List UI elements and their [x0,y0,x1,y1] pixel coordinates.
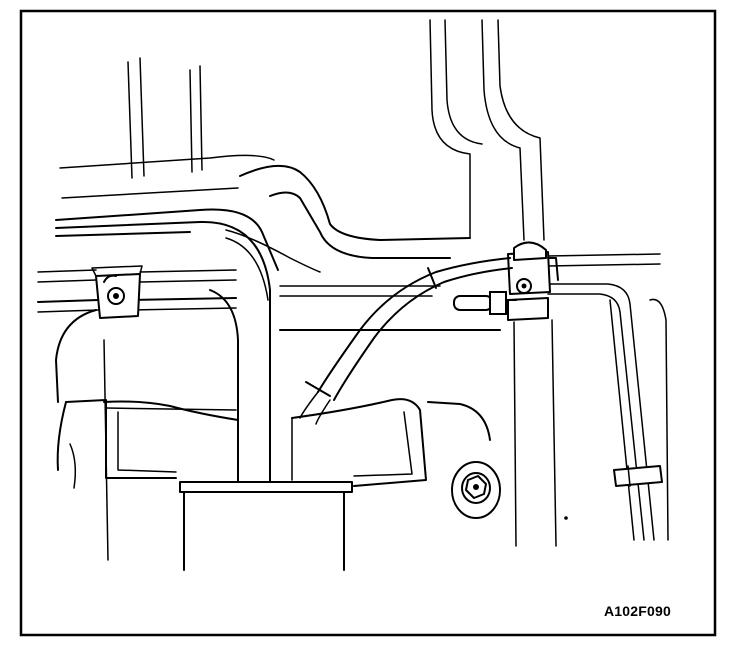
mounting-nut [451,461,501,519]
line-clamp-left [91,265,143,319]
vacuum-connector [453,291,517,315]
detail-dot [564,516,568,520]
brake-booster-cylinder [179,417,353,571]
line-clip-right [613,465,663,487]
firewall-panel-outlines [59,19,545,241]
lower-housing [55,309,557,561]
air-duct [55,164,471,273]
figure-border [19,9,717,637]
hose-bracket-right [507,241,559,321]
brake-lines [37,253,669,541]
brake-booster-hose [55,220,271,483]
figure-code-label: A102F090 [604,603,671,619]
vacuum-hose [299,257,513,425]
